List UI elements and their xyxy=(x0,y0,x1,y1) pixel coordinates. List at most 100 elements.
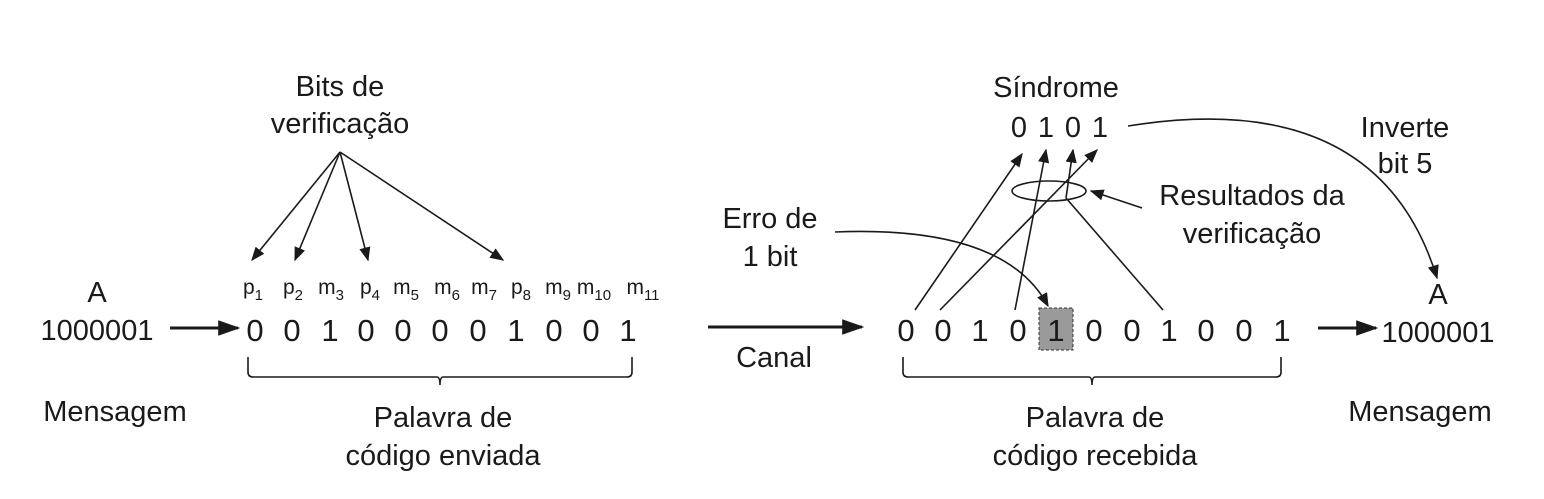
check-bit-arrows xyxy=(251,151,505,262)
position-subscript: 8 xyxy=(523,287,531,304)
position-subscript: 3 xyxy=(336,287,344,304)
channel-label: Canal xyxy=(736,342,812,374)
check-results-pointer-arrow xyxy=(1089,189,1143,209)
check-lines xyxy=(914,148,1164,311)
invert-bit-arrow xyxy=(1127,118,1439,280)
arrow-to-p4 xyxy=(339,151,371,262)
position-subscript: 6 xyxy=(452,287,460,304)
position-letter: m xyxy=(626,276,644,299)
channel-section: Canal Erro de 1 bit xyxy=(708,203,1049,374)
check-line-2 xyxy=(939,149,1098,311)
position-letter: p xyxy=(283,276,295,299)
received-bit-3: 1 xyxy=(971,313,988,348)
position-letter: m xyxy=(577,276,595,299)
received-bit-11: 1 xyxy=(1273,313,1290,348)
position-subscript: 4 xyxy=(372,287,380,304)
bit-position-p2: p2 xyxy=(283,276,303,304)
sent-codeword-brace xyxy=(247,357,633,386)
check-bits-title-line1: Bits de xyxy=(296,71,385,103)
sent-bit-6: 0 xyxy=(431,313,448,348)
right-message-bits: 1000001 xyxy=(1382,317,1495,349)
position-subscript: 2 xyxy=(295,287,303,304)
check-bits-title-line2: verificação xyxy=(271,108,410,140)
check-line-3 xyxy=(1014,148,1050,311)
received-bit-8: 1 xyxy=(1160,313,1177,348)
position-letter: m xyxy=(434,276,452,299)
bit-position-m5: m5 xyxy=(393,276,419,304)
received-bit-2: 0 xyxy=(934,313,951,348)
sent-bit-10: 0 xyxy=(582,313,599,348)
sent-bit-2: 0 xyxy=(283,313,300,348)
sent-bit-4: 0 xyxy=(357,313,374,348)
position-letter: m xyxy=(393,276,411,299)
bit-position-p1: p1 xyxy=(243,276,263,304)
arrow-to-p2 xyxy=(294,151,341,262)
position-subscript: 1 xyxy=(255,287,263,304)
received-codeword-label-line1: Palavra de xyxy=(1026,402,1165,434)
bit-position-m7: m7 xyxy=(471,276,497,304)
arrow-to-p8 xyxy=(339,151,505,261)
sent-bit-9: 0 xyxy=(545,313,562,348)
syndrome-bit-3: 0 xyxy=(1065,112,1081,144)
bit-position-m3: m3 xyxy=(318,276,344,304)
invert-label-line1: Inverte xyxy=(1361,112,1450,144)
check-results-label-line2: verificação xyxy=(1183,218,1322,250)
sent-bit-3: 1 xyxy=(321,313,338,348)
sender-section: A 1000001 Mensagem Bits de verificação p… xyxy=(41,71,660,472)
bit-position-m9: m9 xyxy=(545,276,571,304)
right-message-letter: A xyxy=(1428,279,1448,311)
position-letter: m xyxy=(318,276,336,299)
right-message-label: Mensagem xyxy=(1348,396,1491,428)
received-bit-10: 0 xyxy=(1235,313,1252,348)
position-letter: p xyxy=(243,276,255,299)
arrow-to-p1 xyxy=(251,151,341,262)
syndrome-bit-4: 1 xyxy=(1092,112,1108,144)
bit-position-m6: m6 xyxy=(434,276,460,304)
syndrome-title: Síndrome xyxy=(993,72,1119,104)
received-bit-1: 0 xyxy=(897,313,914,348)
position-letter: p xyxy=(360,276,372,299)
position-subscript: 11 xyxy=(644,287,660,304)
check-line-4 xyxy=(1065,197,1164,311)
check-line-1 xyxy=(914,152,1023,311)
sent-bit-5: 0 xyxy=(394,313,411,348)
invert-label-line2: bit 5 xyxy=(1378,148,1433,180)
syndrome-bit-2: 1 xyxy=(1038,112,1054,144)
left-message-letter: A xyxy=(87,277,107,309)
error-bit-highlight xyxy=(1038,307,1074,351)
sent-bit-7: 0 xyxy=(469,313,486,348)
received-codeword-brace xyxy=(902,357,1282,386)
error-pointer-arrow xyxy=(834,230,1049,308)
check-line-4b xyxy=(1065,148,1077,199)
check-results-label-line1: Resultados da xyxy=(1159,180,1345,212)
received-bit-7: 0 xyxy=(1123,313,1140,348)
received-codeword-label-line2: código recebida xyxy=(993,440,1199,472)
sent-bit-11: 1 xyxy=(619,313,636,348)
received-bit-5: 1 xyxy=(1047,313,1064,348)
error-label-line2: 1 bit xyxy=(743,241,798,273)
received-bit-9: 0 xyxy=(1197,313,1214,348)
position-letter: m xyxy=(545,276,563,299)
sent-bit-8: 1 xyxy=(507,313,524,348)
sent-codeword-label-line2: código enviada xyxy=(345,440,541,472)
position-subscript: 7 xyxy=(489,287,497,304)
received-bit-6: 0 xyxy=(1085,313,1102,348)
sent-codeword-label-line1: Palavra de xyxy=(374,402,513,434)
syndrome-bit-1: 0 xyxy=(1011,112,1027,144)
position-subscript: 5 xyxy=(411,287,419,304)
received-bit-4: 0 xyxy=(1009,313,1026,348)
sent-bit-1: 0 xyxy=(246,313,263,348)
position-subscript: 9 xyxy=(563,287,571,304)
left-message-label: Mensagem xyxy=(43,396,186,428)
position-subscript: 10 xyxy=(594,287,611,304)
left-message-bits: 1000001 xyxy=(41,315,154,347)
error-label-line1: Erro de xyxy=(722,203,817,235)
bit-position-p8: p8 xyxy=(511,276,531,304)
check-results-ellipse xyxy=(1011,180,1087,202)
